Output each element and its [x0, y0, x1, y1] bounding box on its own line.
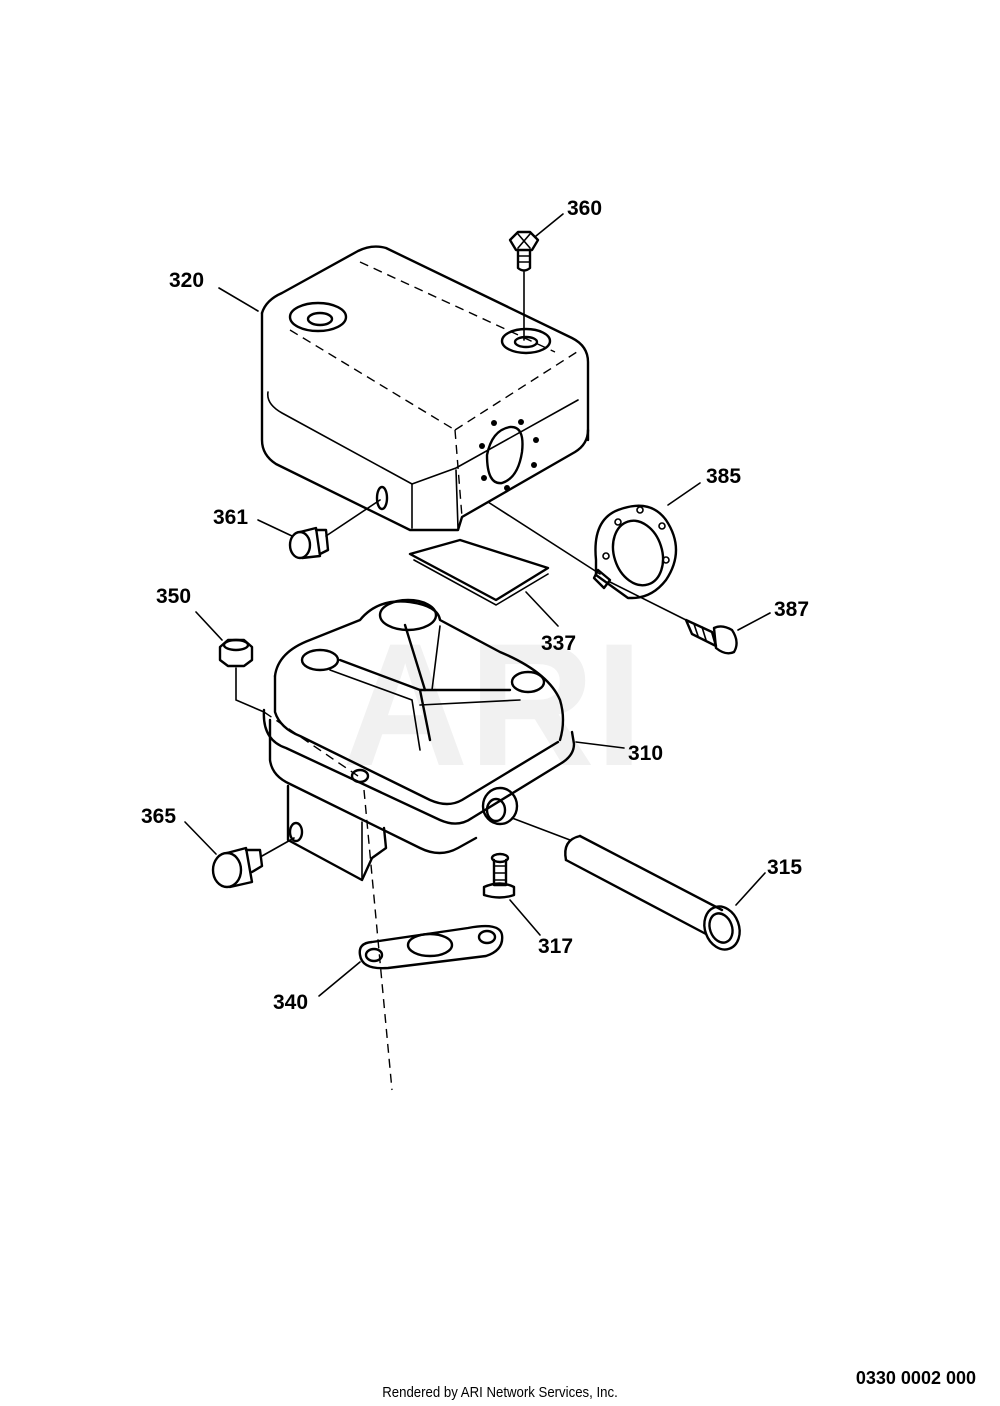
- nut-part-350: [218, 638, 265, 713]
- part-label-385: 385: [706, 465, 741, 488]
- bolt-part-365: [211, 837, 295, 889]
- part-label-340: 340: [273, 991, 308, 1014]
- drawing-number: 0330 0002 000: [855, 1368, 976, 1388]
- part-label-337: 337: [541, 632, 576, 655]
- screw-part-387: [609, 581, 738, 655]
- part-label-320: 320: [169, 269, 204, 292]
- part-label-350: 350: [156, 585, 191, 608]
- tailpipe-part-315: [511, 817, 741, 951]
- bolt-part-317: [482, 852, 516, 899]
- plug-bolt-part-361: [288, 499, 381, 560]
- muffler-cover-part-320: [260, 245, 590, 532]
- part-label-310: 310: [628, 742, 663, 765]
- part-label-365: 365: [141, 805, 176, 828]
- render-credit: Rendered by ARI Network Services, Inc.: [382, 1384, 618, 1401]
- part-label-315: 315: [767, 856, 802, 879]
- exhaust-gasket-part-340: [358, 789, 504, 1091]
- part-label-361: 361: [213, 506, 248, 529]
- screw-part-360: [508, 230, 540, 341]
- gasket-part-385: [487, 501, 678, 600]
- part-label-387: 387: [774, 598, 809, 621]
- muffler-body-part-310: [262, 598, 576, 882]
- part-label-360: 360: [567, 197, 602, 220]
- insulator-pad-part-337: [408, 538, 550, 606]
- watermark: ARI: [342, 608, 643, 803]
- part-label-317: 317: [538, 935, 573, 958]
- leader-lines: [184, 213, 771, 997]
